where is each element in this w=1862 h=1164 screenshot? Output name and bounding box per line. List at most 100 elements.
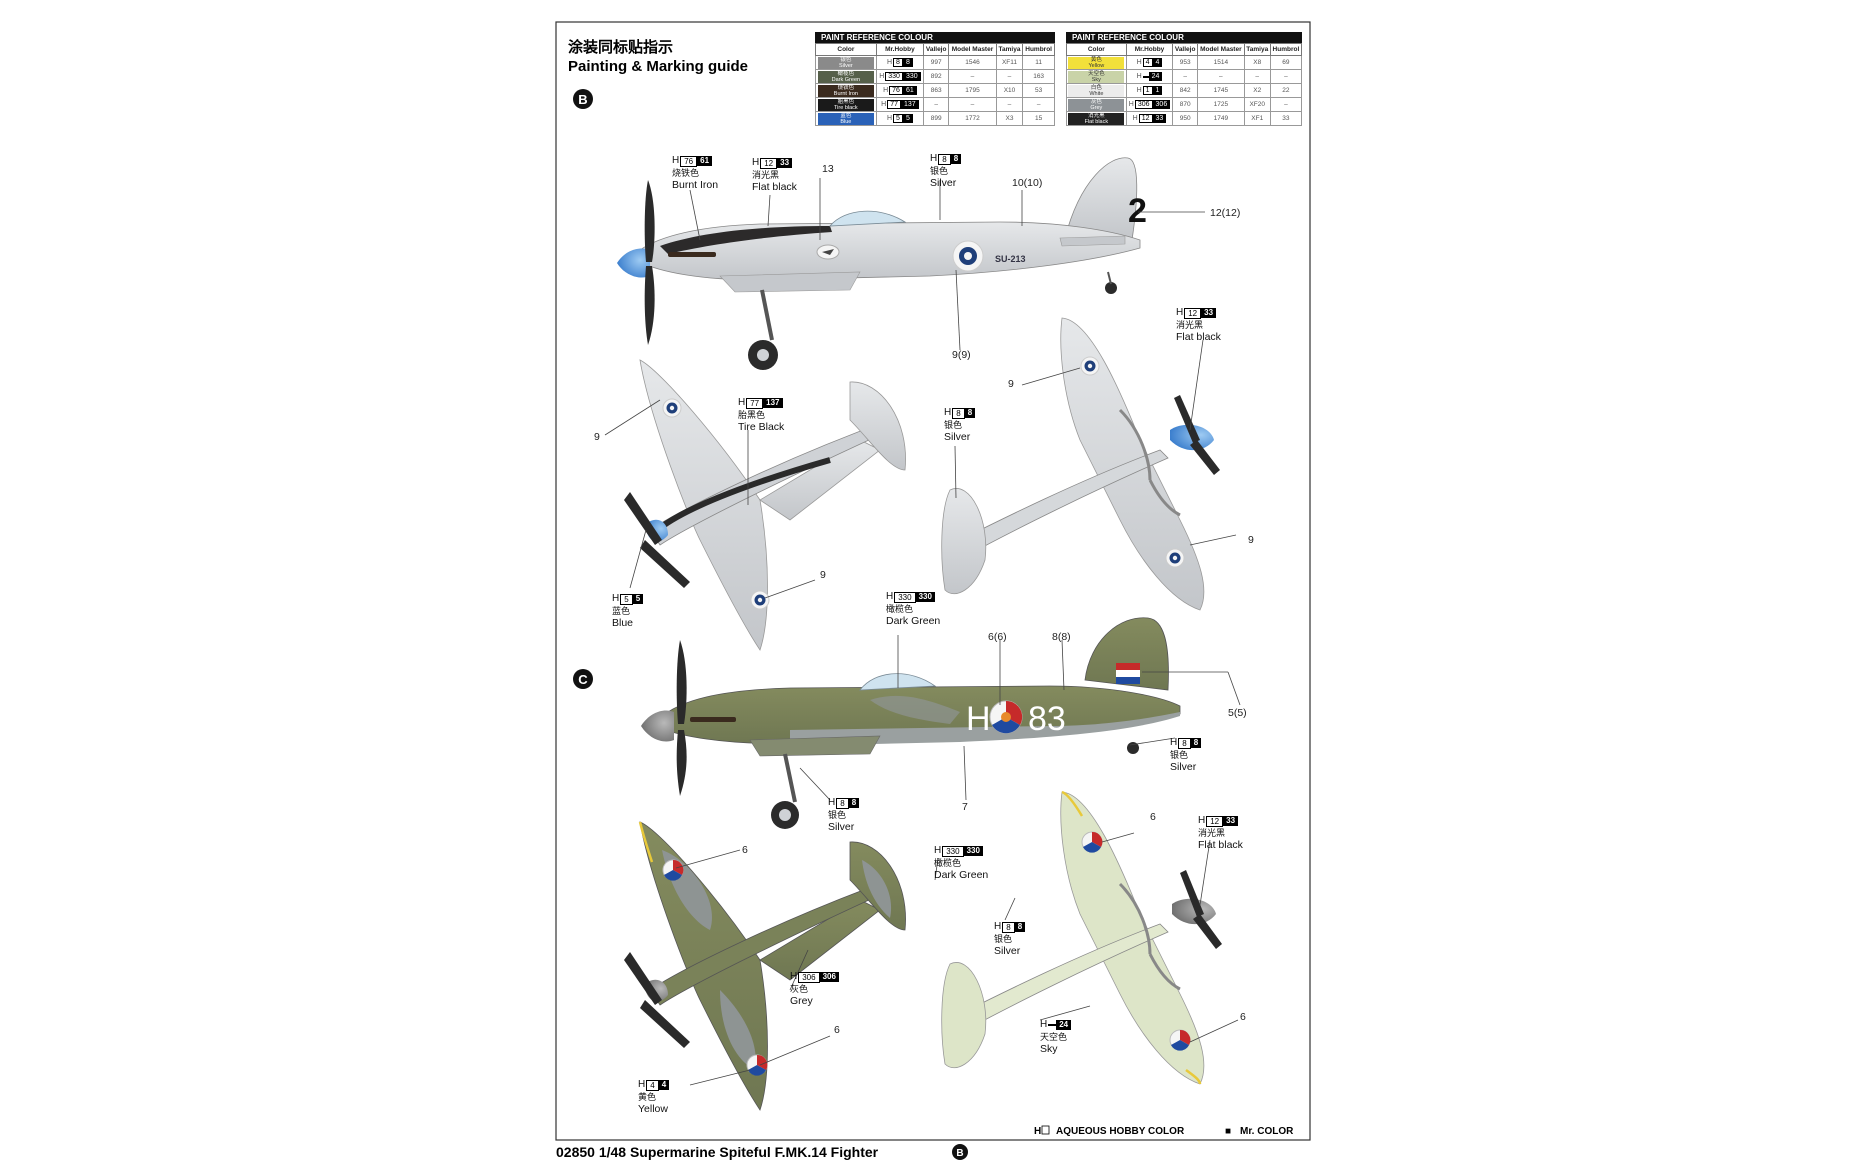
paint-table-header-cell: Tamiya [1243, 43, 1271, 56]
title-chinese: 涂装同标贴指示 [568, 38, 673, 56]
aqueous-number: 1 [1142, 86, 1153, 95]
color-name-chinese: 橄榄色 [886, 604, 914, 614]
aqueous-prefix: H [1040, 1019, 1048, 1030]
color-name-english: Flat black [1176, 331, 1221, 343]
scheme-c-badge: C [573, 669, 593, 689]
leader-lines [604, 178, 1241, 1086]
aqueous-number: 4 [646, 1079, 659, 1091]
title-english: Painting & Marking guide [568, 58, 748, 75]
aqueous-number: 330 [942, 845, 964, 857]
paint-code-humbrol: – [1269, 97, 1303, 112]
mr-color-number: 33 [777, 158, 793, 168]
color-name-chinese: 消光黑 [1198, 828, 1226, 838]
swatch-label-en: Flat black [1084, 118, 1109, 125]
decal-number-6-top-b: 6 [834, 1024, 840, 1036]
aqueous-number: 8 [938, 153, 951, 165]
mr-color-number: 4 [1152, 58, 1163, 67]
paint-code-vallejo: 892 [923, 69, 950, 84]
mr-color-number: 330 [963, 846, 983, 856]
decal-number-9-top-a: 9 [594, 431, 600, 443]
swatch-label-cn: 灰色 [1090, 98, 1102, 105]
aqueous-number: 4 [1142, 58, 1153, 67]
aircraft-b-top-view [624, 359, 906, 651]
paint-code-mm: – [1197, 69, 1245, 84]
aqueous-number: 77 [746, 397, 764, 409]
color-name-chinese: 银色 [944, 420, 963, 430]
paint-table-header-cell: Vallejo [1172, 43, 1199, 56]
aqueous-prefix: H [886, 591, 894, 602]
swatch-label-cn: 天空色 [1088, 70, 1105, 77]
paint-code-mm: 1725 [1197, 97, 1245, 112]
aircraft-c-top-view [624, 821, 906, 1111]
paint-code-mm: 1514 [1197, 55, 1245, 70]
mr-color-number: 306 [1152, 100, 1171, 109]
paint-code-vallejo: 870 [1172, 97, 1199, 112]
aqueous-number: 330 [885, 72, 903, 81]
paint-code-vallejo: 953 [1172, 55, 1199, 70]
mr-color-number: 33 [1223, 816, 1239, 826]
paint-code-mm: 1546 [948, 55, 997, 70]
color-name-english: Silver [944, 431, 971, 443]
paint-code-mm: 1772 [948, 111, 997, 126]
decal-number-7-side: 7 [962, 801, 968, 813]
color-name-chinese: 橄榄色 [934, 858, 962, 868]
aqueous-number: 8 [836, 797, 849, 809]
color-legend: H AQUEOUS HOBBY COLOR ■ Mr. COLOR [1034, 1125, 1294, 1137]
mr-color-number: 61 [697, 156, 713, 166]
paint-table-header-cell: Model Master [948, 43, 997, 56]
swatch-label-cn: 黄色 [1090, 56, 1102, 63]
paint-table-header-cell: Mr.Hobby [1125, 43, 1174, 56]
paint-code-tamiya: X3 [995, 111, 1024, 126]
color-name-english: Tire Black [738, 421, 785, 433]
mr-color-number: 4 [658, 1080, 670, 1090]
paint-code-mm: 1745 [1197, 83, 1245, 98]
aqueous-number: 8 [1178, 737, 1191, 749]
mr-color-number: 24 [1056, 1020, 1072, 1030]
mr-color-number: 24 [1148, 72, 1163, 81]
paint-code-vallejo: 950 [1172, 111, 1199, 126]
aqueous-prefix: H [612, 593, 620, 604]
swatch-label-en: Yellow [1088, 62, 1105, 69]
paint-table-header-cell: Humbrol [1022, 43, 1055, 56]
decal-number-9-bottom-a: 9 [1008, 378, 1014, 390]
swatch-label-en: Burnt Iron [833, 90, 858, 97]
color-name-chinese: 烧铁色 [672, 168, 700, 178]
aqueous-prefix: H [930, 153, 938, 164]
aqueous-number: 76 [889, 86, 903, 95]
swatch-label-cn: 胎黑色 [837, 98, 855, 105]
decal-numbers: 13 10(10) 12(12) 9(9) 9 9 9 9 6(6) 8(8) … [594, 163, 1254, 1036]
aqueous-prefix: H [1170, 737, 1178, 748]
mr-color-number: 1 [1152, 86, 1163, 95]
decal-number-6-side: 6(6) [988, 631, 1007, 643]
mr-color-number: 330 [915, 592, 935, 602]
paint-code-vallejo: – [923, 97, 950, 112]
aqueous-prefix: H [994, 921, 1002, 932]
mr-color-number: 8 [848, 798, 860, 808]
decal-number-6-top-a: 6 [742, 844, 748, 856]
mr-color-number: 8 [1014, 922, 1026, 932]
paint-code-tamiya: X8 [1243, 55, 1271, 70]
swatch-label-en: Silver [838, 62, 853, 69]
aqueous-number: 8 [1002, 921, 1015, 933]
aqueous-number [1142, 75, 1149, 78]
paint-code-humbrol: 69 [1269, 55, 1303, 70]
